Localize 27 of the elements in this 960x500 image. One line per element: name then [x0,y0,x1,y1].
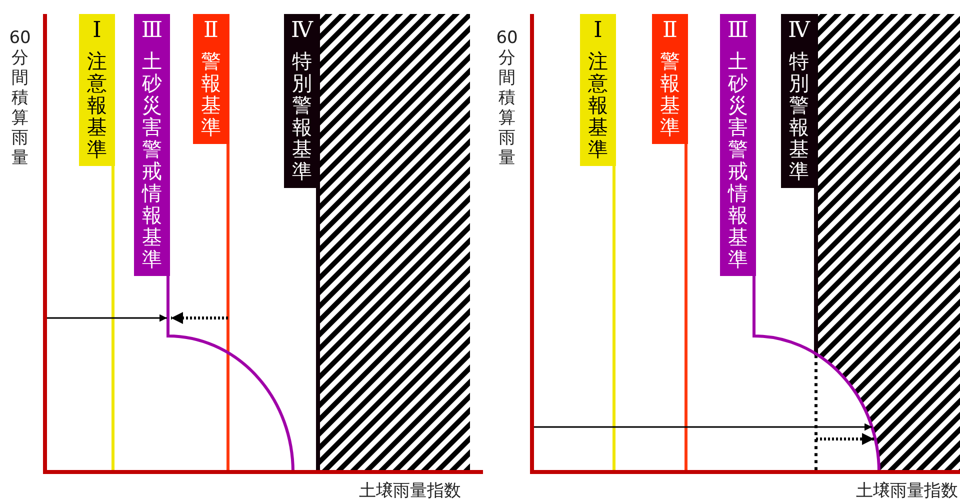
roman-numeral: Ⅱ [662,18,678,44]
roman-numeral: Ⅰ [92,18,102,44]
criterion-label: 土砂災害警戒情報基準 [142,50,162,270]
criterion-tag [781,14,817,188]
axis-title: 土壌雨量指数 [359,480,461,500]
criterion-label: 注意報基準 [86,50,108,160]
criterion-tag [652,14,688,144]
criterion-tag [580,14,616,166]
criterion-label: 特別警報基準 [788,50,810,182]
criterion-label: 注意報基準 [588,50,608,160]
criterion-label: 土砂災害警戒情報基準 [728,50,748,270]
roman-numeral: Ⅲ [141,18,163,44]
criterion-tag [720,14,756,276]
roman-numeral: Ⅳ [788,18,810,44]
roman-numeral: Ⅱ [204,18,218,44]
axis-title: 60分間積算雨量 [9,28,32,168]
roman-numeral: Ⅳ [291,18,313,44]
criterion-tag [193,14,229,144]
criterion-label: 警報基準 [200,50,222,138]
axis-title: 土壌雨量指数 [856,480,958,500]
roman-numeral: Ⅲ [727,18,749,44]
criterion-label: 警報基準 [660,50,680,138]
axis-title: 60分間積算雨量 [496,28,518,168]
criterion-tag [134,14,170,276]
criterion-tag [79,14,115,166]
roman-numeral: Ⅰ [594,18,602,44]
criterion-label: 特別警報基準 [292,50,312,182]
